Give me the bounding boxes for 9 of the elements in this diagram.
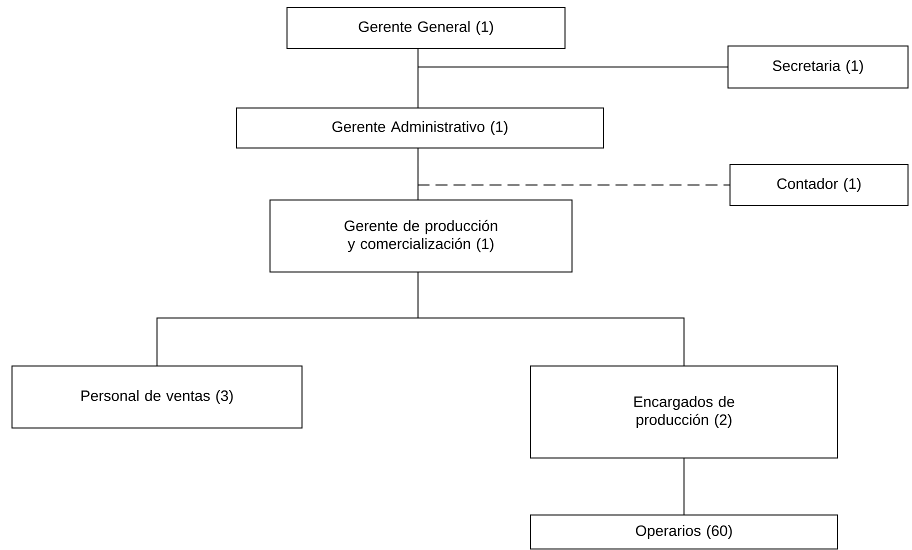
org-box: Operarios (60) <box>530 514 838 550</box>
org-box: Secretaria (1) <box>728 46 908 88</box>
connector-line <box>418 272 684 366</box>
org-box: Encargados de producción (2) <box>530 366 838 458</box>
org-box: Personal de ventas (3) <box>12 366 302 428</box>
org-box: Gerente de producción y comercialización (1) <box>270 200 572 272</box>
org-box: Gerente General (1) <box>286 7 566 49</box>
org-box: Gerente Administrativo (1) <box>236 108 604 148</box>
org-box: Contador (1) <box>730 164 908 206</box>
